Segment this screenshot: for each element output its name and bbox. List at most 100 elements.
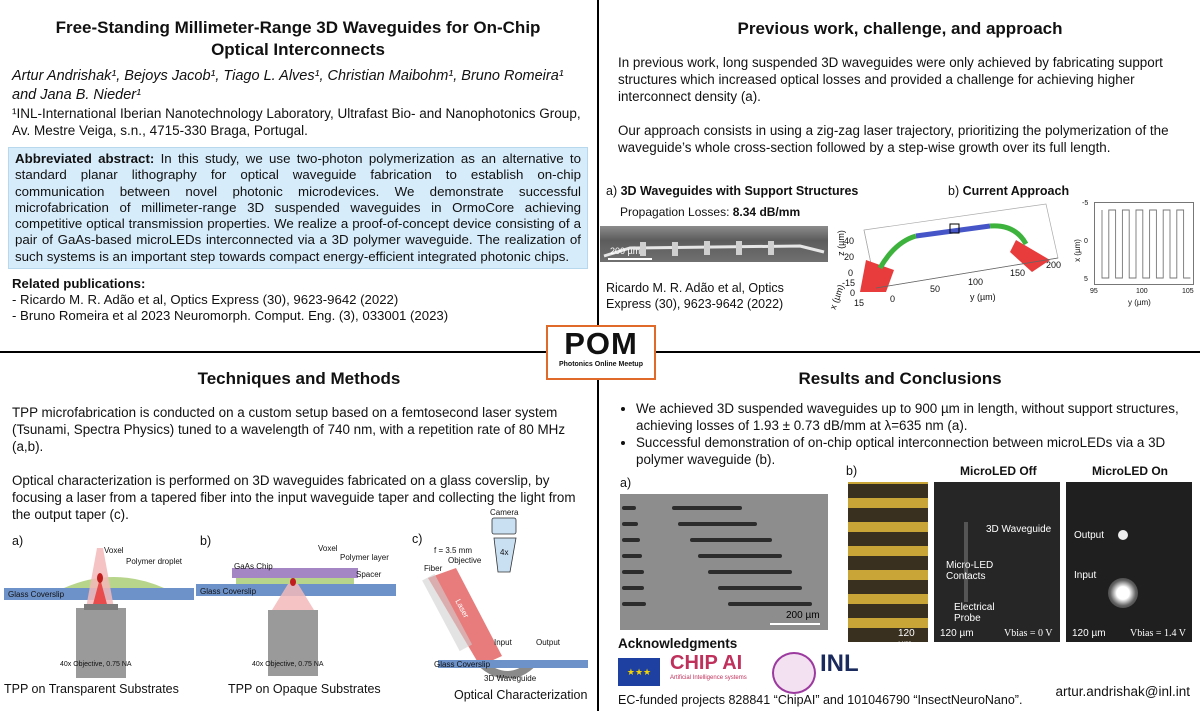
fig-b-letter: b) xyxy=(948,184,960,198)
inl-logo-text: INL xyxy=(820,650,859,677)
methods-panel: Techniques and Methods TPP microfabricat… xyxy=(4,368,594,523)
focal-label: f = 3.5 mm xyxy=(434,546,473,555)
results-bullet: We achieved 3D suspended waveguides up t… xyxy=(636,400,1194,434)
scale-label: 120 µm xyxy=(1072,628,1106,639)
insect-logo xyxy=(772,652,816,694)
z-tick: 20 xyxy=(844,252,855,262)
y-tick: 150 xyxy=(1010,268,1026,278)
losses-value: 8.34 dB/mm xyxy=(732,205,801,219)
previous-work-panel: Previous work, challenge, and approach I… xyxy=(606,18,1194,156)
sem-results-scale: 200 µm xyxy=(786,610,820,621)
contact-email[interactable]: artur.andrishak@inl.int xyxy=(1055,684,1190,699)
waveguide-label-off: 3D Waveguide xyxy=(986,524,1052,535)
x-tick: -15 xyxy=(842,278,856,288)
fig-support-structures: a) 3D Waveguides with Support Structures… xyxy=(600,184,876,344)
pom-logo-subtitle: Photonics Online Meetup xyxy=(558,361,643,368)
results-fig-b-letter: b) xyxy=(846,464,858,478)
related-publications: Related publications: - Ricardo M. R. Ad… xyxy=(8,276,588,324)
abstract-text: In this study, we use two-photon polymer… xyxy=(15,151,582,264)
methods-para-1: TPP microfabrication is conducted on a c… xyxy=(12,405,566,454)
vbias-off-label: Vbias = 0 V xyxy=(1004,628,1053,639)
z-tick: 40 xyxy=(844,236,855,246)
tpp-b-objective-label: 40x Objective, 0.75 NA xyxy=(252,661,324,668)
results-panel: Results and Conclusions We achieved 3D s… xyxy=(606,368,1194,468)
tpp-b-coverslip-label: Glass Coverslip xyxy=(200,587,257,596)
microscope-color-image: 120 µm xyxy=(848,482,928,650)
methods-title: Techniques and Methods xyxy=(197,369,401,388)
chipai-logo-text: CHIP AI xyxy=(670,652,743,674)
plot2d-x-tick: 95 xyxy=(1090,288,1098,295)
previous-work-title: Previous work, challenge, and approach xyxy=(737,19,1063,38)
dim-waveguide xyxy=(964,522,968,602)
tpp-a-caption: TPP on Transparent Substrates xyxy=(4,682,179,696)
scale-label: 120 µm xyxy=(940,628,974,639)
previous-para-2: Our approach consists in using a zig-zag… xyxy=(618,123,1169,155)
previous-para-1: In previous work, long suspended 3D wave… xyxy=(618,55,1163,104)
microled-on-image: Output Input 120 µm Vbias = 1.4 V xyxy=(1066,482,1192,642)
title-panel: Free-Standing Millimeter-Range 3D Wavegu… xyxy=(8,17,588,324)
optical-char-caption: Optical Characterization xyxy=(454,688,588,702)
chipai-logo: CHIP AI Artificial Intelligence systems xyxy=(670,652,762,681)
pubs-title: Related publications: xyxy=(12,276,146,292)
input-label: Input xyxy=(494,638,512,647)
method-fig-a: a) Voxel Polymer droplet Glass Coverslip… xyxy=(4,530,194,705)
y-tick: 0 xyxy=(890,294,896,304)
fig-a-citation: Ricardo M. R. Adão et al, Optics Express… xyxy=(606,281,784,311)
plot2d-y-tick: 5 xyxy=(1084,276,1088,283)
supported-waveguide-drawing xyxy=(603,241,825,260)
zigzag-trajectory xyxy=(1094,202,1194,285)
optical-characterization-drawing xyxy=(422,517,588,678)
eu-flag-logo: ★★★ xyxy=(618,658,660,686)
poster-title: Free-Standing Millimeter-Range 3D Wavegu… xyxy=(55,18,541,59)
suspended-waveguides-drawing xyxy=(622,506,820,625)
fig-a-letter: a) xyxy=(606,184,618,198)
affiliation: ¹INL-International Iberian Nanotechnolog… xyxy=(12,106,581,138)
results-fig-a: a) 200 µm xyxy=(606,468,828,636)
tpp-a-objective-label: 40x Objective, 0.75 NA xyxy=(60,661,132,668)
tpp-a-voxel-label: Voxel xyxy=(104,546,124,555)
pub-item: - Bruno Romeira et al 2023 Neuromorph. C… xyxy=(12,308,449,324)
microled-on-title: MicroLED On xyxy=(1092,464,1169,478)
tpp-b-spacer-label: Spacer xyxy=(356,570,382,579)
coverslip-label: Glass Coverslip xyxy=(434,660,491,669)
y-axis-label: y (µm) xyxy=(970,292,996,302)
results-fig-a-letter: a) xyxy=(620,476,632,490)
fig-current-approach: b) Current Approach z (µm) 40 20 0 -15 0… xyxy=(820,184,1080,344)
z-tick: 0 xyxy=(848,268,854,278)
x-tick: 0 xyxy=(850,288,856,298)
x-tick: 15 xyxy=(854,298,865,308)
objective-label: Objective xyxy=(448,556,482,565)
tpp-a-coverslip-label: Glass Coverslip xyxy=(8,590,65,599)
abstract-label: Abbreviated abstract: xyxy=(15,151,155,166)
tpp-transparent-drawing xyxy=(4,548,194,678)
method-fig-c: c) Camera f = 3.5 mm Objective 4x Fiber … xyxy=(398,508,594,708)
method-fig-b: b) GaAs Chip Voxel Polymer layer Spacer … xyxy=(196,530,396,705)
y-tick: 200 xyxy=(1046,260,1062,270)
emission-glow xyxy=(1108,578,1138,608)
method-fig-b-letter: b) xyxy=(200,534,212,548)
results-bullet: Successful demonstration of on-chip opti… xyxy=(636,434,1194,468)
plot-3d-trajectory xyxy=(860,203,1059,292)
fig-b-title: Current Approach xyxy=(962,184,1070,198)
pom-logo-text: POM xyxy=(564,326,638,361)
funding-text: EC-funded projects 828841 “ChipAI” and 1… xyxy=(618,693,1023,707)
plot2d-x-label: y (µm) xyxy=(1128,298,1151,307)
tpp-b-layer-label: Polymer layer xyxy=(340,553,389,562)
pub-item: - Ricardo M. R. Adão et al, Optics Expre… xyxy=(12,292,399,308)
sem-scale-label: 200 µm xyxy=(610,246,641,256)
tpp-opaque-drawing xyxy=(196,568,396,676)
tpp-a-droplet-label: Polymer droplet xyxy=(126,557,183,566)
plot2d-y-tick: -5 xyxy=(1082,200,1089,207)
plot2d-x-tick: 105 xyxy=(1182,288,1194,295)
pom-logo: POM Photonics Online Meetup xyxy=(546,325,656,380)
camera-label: Camera xyxy=(490,508,519,517)
method-fig-a-letter: a) xyxy=(12,534,24,548)
abstract-box: Abbreviated abstract: In this study, we … xyxy=(8,147,588,270)
fiber-label: Fiber xyxy=(424,564,443,573)
microled-off-image: 3D Waveguide Micro-LED Contacts Electric… xyxy=(934,482,1060,642)
plot2d-y-label: x (µm) xyxy=(1072,239,1082,262)
tpp-b-voxel-label: Voxel xyxy=(318,544,338,553)
sem-image-supported: 200 µm xyxy=(600,226,828,262)
output-glow xyxy=(1118,530,1128,540)
acknowledgments: Acknowledgments ★★★ CHIP AI Artificial I… xyxy=(606,634,1196,710)
